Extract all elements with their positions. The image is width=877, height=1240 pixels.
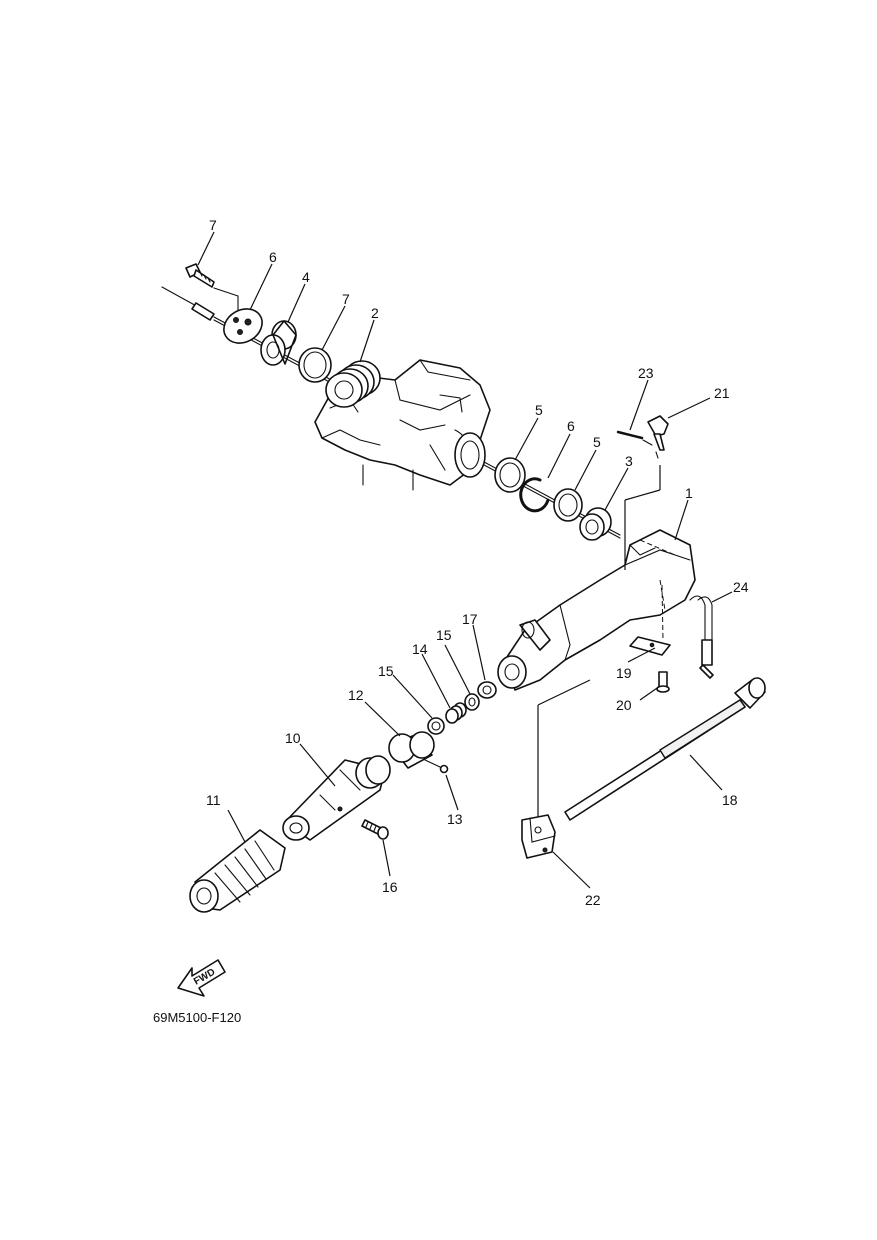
callout-15-a: 15 [436,627,452,643]
callout-leaders [197,231,733,889]
part-5-washer-b [553,488,583,522]
part-17-collar [477,681,497,699]
part-13-screw [424,759,449,774]
callout-24: 24 [733,579,749,595]
callout-5-a: 5 [535,402,543,418]
part-16-screw [361,819,389,840]
callout-20: 20 [616,697,632,713]
forward-direction-arrow: FWD [177,959,226,997]
callout-9: 7 [209,217,217,233]
callout-18: 18 [722,792,738,808]
part-22-cable-clamp [521,814,556,859]
part-3-bushing [579,507,612,541]
part-19-plate [629,636,671,656]
part-10-throttle-tube [282,755,391,841]
part-23-pin [616,430,653,446]
callout-3: 3 [625,453,633,469]
part-18-throttle-shaft [564,677,766,821]
callout-23: 23 [638,365,654,381]
callout-22: 22 [585,892,601,908]
callout-1: 1 [685,485,693,501]
part-14-spring [445,702,467,724]
callout-2: 2 [371,305,379,321]
part-2-friction-spring [325,360,381,408]
callout-8: 6 [269,249,277,265]
callout-5-b: 5 [593,434,601,450]
callout-7: 7 [342,291,350,307]
callout-19: 19 [616,665,632,681]
part-20-screw [656,671,670,693]
part-6-circlip [519,477,550,513]
part-21-fitting [647,415,669,459]
callout-10: 10 [285,730,301,746]
part-1-steering-handle [497,529,696,691]
callout-17: 17 [462,611,478,627]
part-8-plate [223,308,263,344]
part-7-o-ring [298,347,332,383]
part-15-washer-a [464,693,480,711]
diagram-code: 69M5100-F120 [153,1010,241,1025]
part-24-stop-cord [689,595,714,679]
part-12-friction-collar [388,731,435,769]
callout-6: 6 [567,418,575,434]
part-9-bolt [185,263,239,311]
callout-11: 11 [206,792,221,808]
part-5-washer-a [494,457,526,493]
part-11-throttle-grip [189,829,286,913]
part-4-bushing [260,320,297,366]
callout-labels: 7 6 4 7 2 5 6 5 3 23 21 1 24 19 20 18 22… [206,217,749,908]
callout-21: 21 [714,385,730,401]
callout-14: 14 [412,641,428,657]
callout-13: 13 [447,811,463,827]
callout-15-b: 15 [378,663,394,679]
assembly-reference-lines [537,465,664,818]
callout-4: 4 [302,269,310,285]
part-15-washer-b [427,717,445,735]
callout-16: 16 [382,879,398,895]
callout-12: 12 [348,687,364,703]
